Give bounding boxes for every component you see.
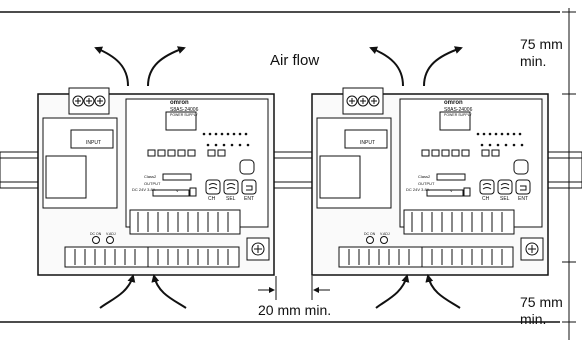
unit-left-class2: Class2 xyxy=(144,174,157,179)
air-flow-label: Air flow xyxy=(270,52,320,69)
unit-left-subtitle: POWER SUPPLY xyxy=(170,113,198,117)
unit-right-v-adj: V.ADJ xyxy=(380,232,390,236)
airflow-arrows-top xyxy=(94,46,463,87)
unit-right-sel: SEL xyxy=(500,196,510,202)
unit-right-output: OUTPUT xyxy=(418,181,435,186)
unit-left-dc-on: DC ON xyxy=(90,232,102,236)
unit-right-v: V xyxy=(450,188,453,193)
unit-left-sel: SEL xyxy=(226,196,236,202)
unit-left-ch: CH xyxy=(208,196,216,202)
unit-right-ch: CH xyxy=(482,196,490,202)
unit-left-ent: ENT xyxy=(244,196,254,202)
unit-right-model: S8AS-24006 xyxy=(444,107,473,113)
clearance-dimension xyxy=(562,8,576,340)
unit-left-brand: omron xyxy=(170,100,189,106)
gap-dimension xyxy=(258,276,330,300)
unit-left-v-adj: V.ADJ xyxy=(106,232,116,236)
unit-left-v: V xyxy=(176,188,179,193)
top-clearance-label: 75 mm min. xyxy=(520,36,563,69)
unit-right-class2: Class2 xyxy=(418,174,431,179)
unit-right-dc-on: DC ON xyxy=(364,232,376,236)
bottom-clearance-label: 75 mm min. xyxy=(520,294,563,327)
unit-right-ent: ENT xyxy=(518,196,528,202)
unit-right-dc-rating: DC 24V 3.8A xyxy=(406,187,430,192)
gap-label: 20 mm min. xyxy=(258,302,332,318)
unit-left-model: S8AS-24006 xyxy=(170,107,199,113)
unit-right-subtitle: POWER SUPPLY xyxy=(444,113,472,117)
airflow-arrows-bottom xyxy=(99,274,461,309)
unit-left-input: INPUT xyxy=(86,140,101,146)
unit-left-output: OUTPUT xyxy=(144,181,161,186)
unit-right-brand: omron xyxy=(444,100,463,106)
unit-left-dc-rating: DC 24V 3.8A xyxy=(132,187,156,192)
unit-right-input: INPUT xyxy=(360,140,375,146)
